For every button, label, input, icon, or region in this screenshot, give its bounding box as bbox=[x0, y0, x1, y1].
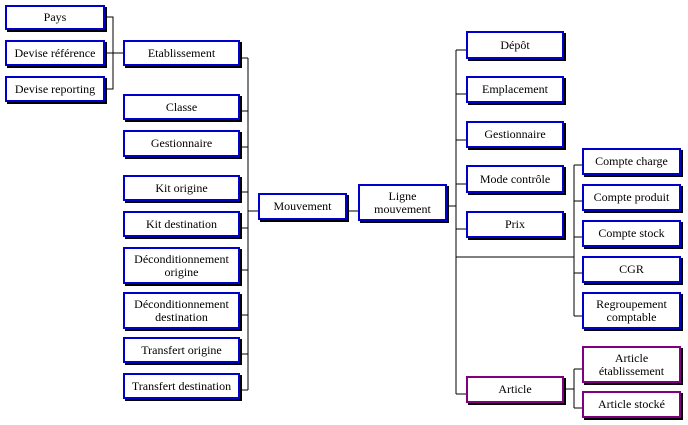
node-regroupement-comptable: Regroupement comptable bbox=[582, 292, 681, 329]
node-prix: Prix bbox=[466, 211, 564, 238]
node-transfert-destination: Transfert destination bbox=[123, 373, 240, 399]
node-article-etablissement: Article établissement bbox=[582, 346, 681, 383]
node-depot: Dépôt bbox=[466, 31, 564, 59]
node-kit-origine: Kit origine bbox=[123, 175, 240, 201]
node-compte-produit: Compte produit bbox=[582, 184, 681, 211]
node-kit-destination: Kit destination bbox=[123, 211, 240, 237]
node-gestionnaire-left: Gestionnaire bbox=[123, 130, 240, 157]
node-classe: Classe bbox=[123, 94, 240, 120]
node-article-stocke: Article stocké bbox=[582, 391, 681, 418]
node-deconditionnement-origine: Déconditionnement origine bbox=[123, 247, 240, 284]
node-emplacement: Emplacement bbox=[466, 76, 564, 103]
node-devise-reference: Devise référence bbox=[5, 40, 105, 66]
node-gestionnaire-right: Gestionnaire bbox=[466, 121, 564, 148]
node-compte-stock: Compte stock bbox=[582, 220, 681, 247]
node-devise-reporting: Devise reporting bbox=[5, 76, 105, 102]
node-cgr: CGR bbox=[582, 256, 681, 283]
node-pays: Pays bbox=[5, 5, 105, 30]
node-compte-charge: Compte charge bbox=[582, 148, 681, 175]
node-deconditionnement-destination: Déconditionnement destination bbox=[123, 292, 240, 329]
node-article: Article bbox=[466, 376, 564, 403]
node-transfert-origine: Transfert origine bbox=[123, 337, 240, 363]
node-ligne-mouvement: Ligne mouvement bbox=[358, 184, 447, 221]
node-mode-controle: Mode contrôle bbox=[466, 165, 564, 193]
node-mouvement: Mouvement bbox=[258, 193, 347, 220]
node-etablissement: Etablissement bbox=[123, 40, 240, 66]
